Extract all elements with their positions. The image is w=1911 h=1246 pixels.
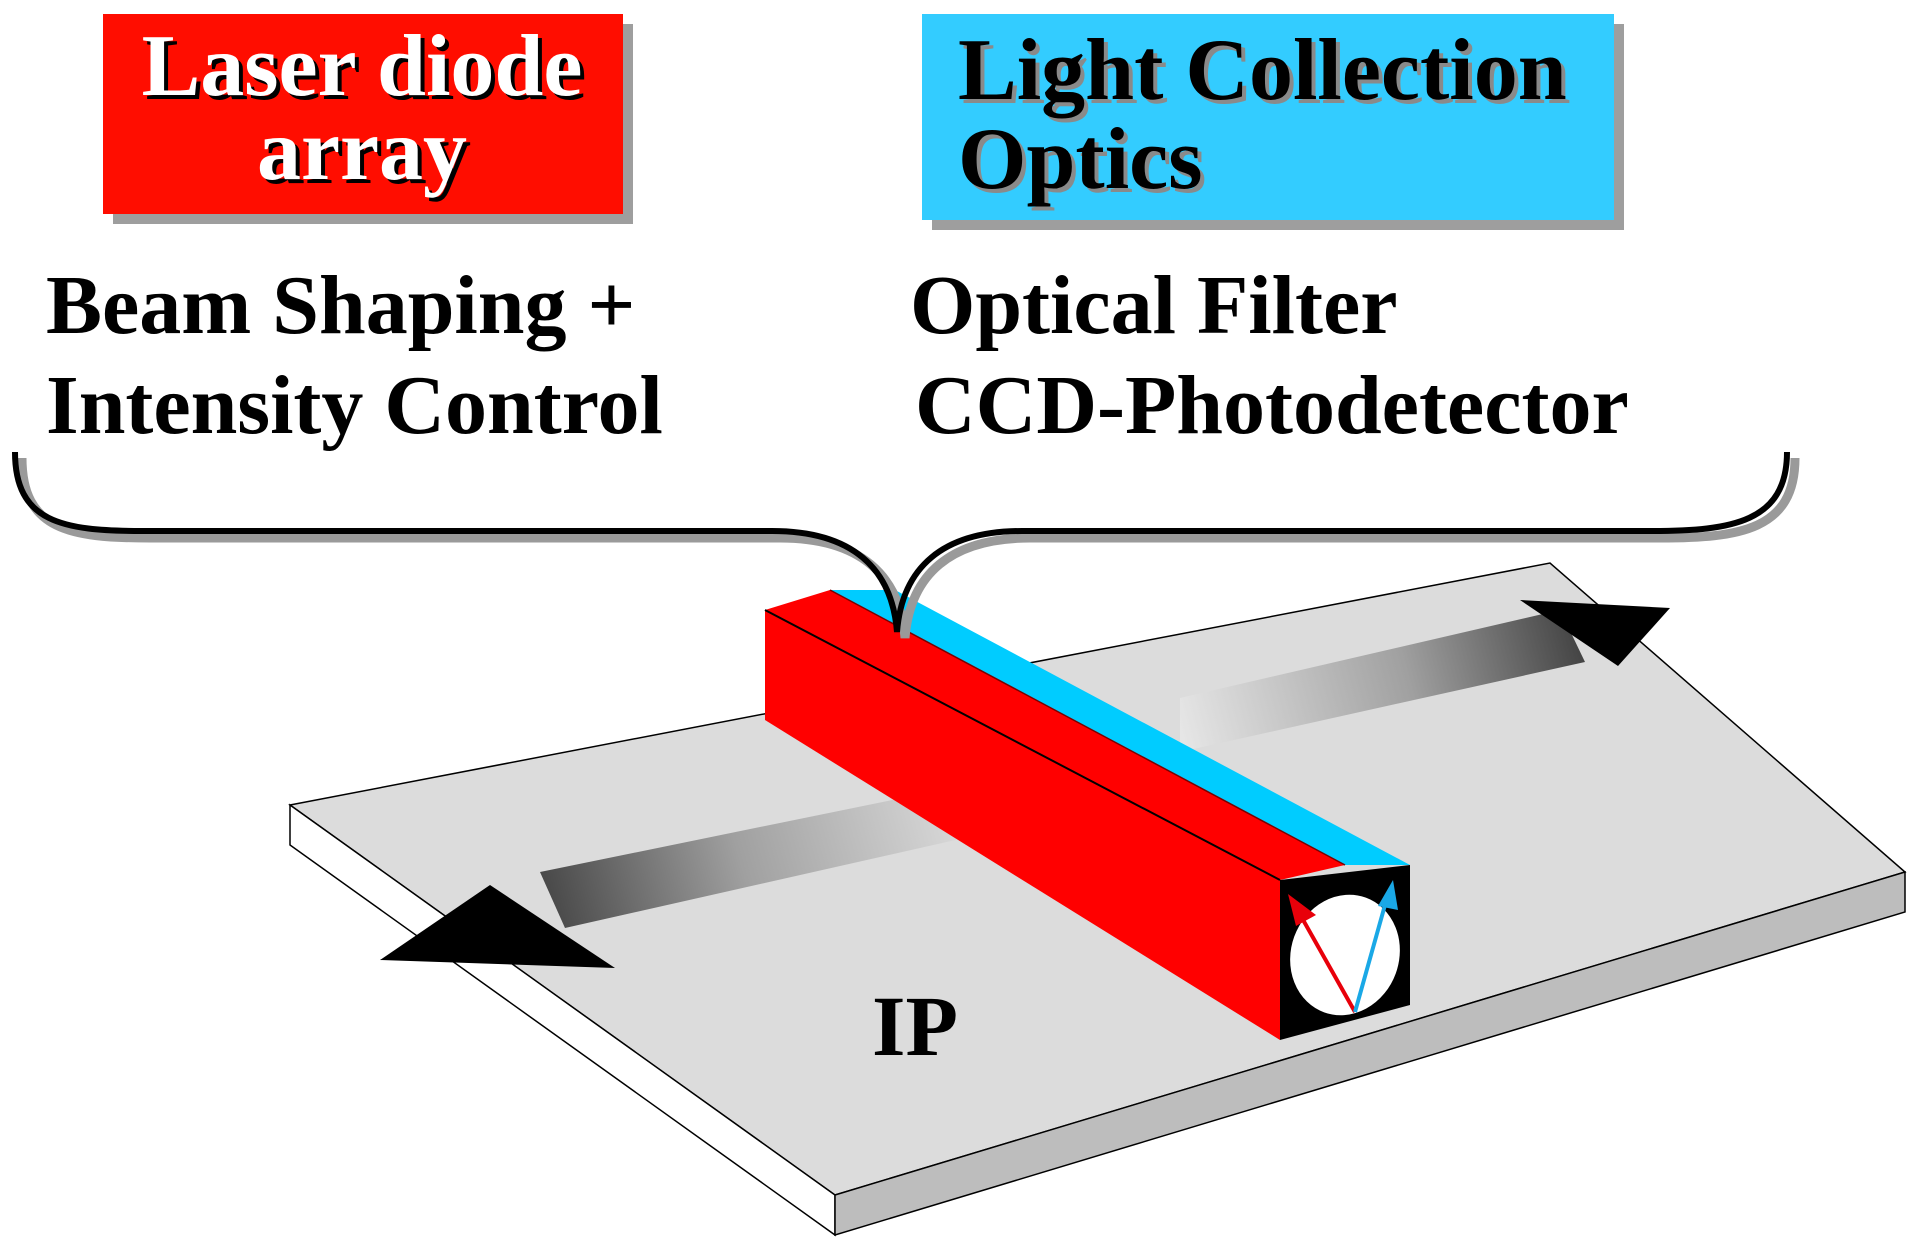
collection-lens (1288, 892, 1402, 1018)
laser-diode-title-line1: Laser diode (142, 18, 583, 115)
emitted-ray (1300, 917, 1357, 1013)
optics-title-shadow-2: Optics (962, 115, 1206, 212)
scan-arrow-left-head (380, 885, 615, 968)
grouping-brace-line (12, 451, 1790, 633)
optics-title-line2: Optics (958, 111, 1202, 208)
image-plate-front-side (834, 870, 1906, 1237)
grouping-brace (12, 451, 1800, 639)
laser-bar-ridge (829, 589, 1346, 866)
scan-arrow-right (1180, 600, 1670, 752)
left-description-line2: Intensity Control (46, 359, 663, 452)
left-description-line1: Beam Shaping + (46, 259, 635, 352)
right-description-line1: Optical Filter (910, 259, 1398, 352)
laser-bar-top (765, 590, 1345, 880)
collected-ray (1353, 904, 1387, 1013)
laser-bar-edge (764, 609, 1281, 881)
scan-arrow-left (540, 778, 1000, 928)
laser-diode-label-box: Laser diode Laser diode array array (103, 14, 633, 224)
collected-ray-head (1378, 880, 1398, 910)
laser-diode-title-line2: array (257, 102, 467, 199)
scan-arrow-right-head (1520, 600, 1670, 666)
laser-bar-side (765, 610, 1280, 1040)
right-description-line2: CCD-Photodetector (915, 359, 1629, 452)
scan-arrow-right-shaft (1180, 610, 1585, 752)
optics-strip-top (830, 590, 1410, 865)
emitted-ray-head (1288, 894, 1316, 926)
optics-title-shadow: Light Collection (962, 26, 1571, 123)
bar-end-face (1280, 865, 1410, 1040)
optics-title-line1: Light Collection (958, 22, 1567, 119)
image-plate-label: IP (872, 978, 958, 1074)
scanner-bar (764, 589, 1410, 1040)
optics-box (922, 14, 1614, 220)
laser-diode-box (103, 14, 623, 214)
grouping-brace-shadow (17, 457, 1800, 639)
scan-arrow-left-shaft (540, 778, 1000, 928)
laser-diode-title-shadow: Laser diode (146, 22, 587, 119)
optics-label-box: Light Collection Light Collection Optics… (922, 14, 1624, 230)
laser-diode-title-shadow-2: array (261, 106, 471, 203)
